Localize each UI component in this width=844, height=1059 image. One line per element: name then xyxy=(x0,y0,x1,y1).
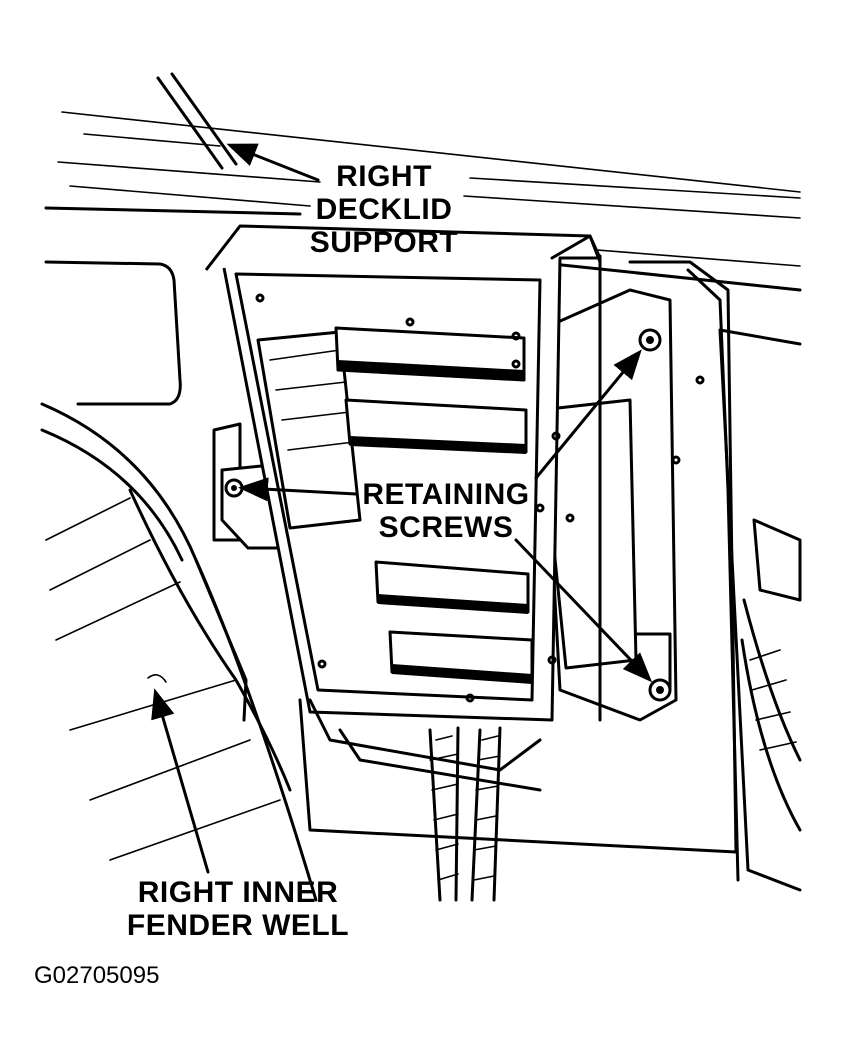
label-fender-line1: RIGHT INNER xyxy=(137,876,339,909)
wiring-harness xyxy=(428,726,502,902)
label-screws-line2: SCREWS xyxy=(378,511,514,544)
leader-arrows xyxy=(151,143,653,874)
label-decklid-support: RIGHT DECKLID SUPPORT xyxy=(300,160,468,259)
label-decklid-line1: RIGHT xyxy=(336,160,432,193)
screw-holes xyxy=(255,293,705,703)
heat-sink-fins xyxy=(334,326,534,684)
label-retaining-screws: RETAINING SCREWS xyxy=(356,478,536,544)
fender-well xyxy=(45,488,292,861)
fender-arrow xyxy=(151,688,210,874)
decklid-support-rod xyxy=(156,72,238,170)
screw-arrow-left xyxy=(238,477,358,502)
retaining-screw-icon xyxy=(224,328,672,702)
screw-arrow-bottom xyxy=(514,538,653,683)
label-fender-well: RIGHT INNER FENDER WELL xyxy=(118,876,358,942)
screw-arrow-top xyxy=(534,349,642,480)
label-decklid-line3: SUPPORT xyxy=(309,226,459,259)
right-trim-panel xyxy=(686,268,802,892)
label-fender-line2: FENDER WELL xyxy=(126,909,350,942)
label-screws-line1: RETAINING xyxy=(362,478,530,511)
decklid-arrow xyxy=(226,143,320,182)
figure-code: G02705095 xyxy=(34,962,160,989)
label-decklid-line2: DECKLID xyxy=(315,193,453,226)
